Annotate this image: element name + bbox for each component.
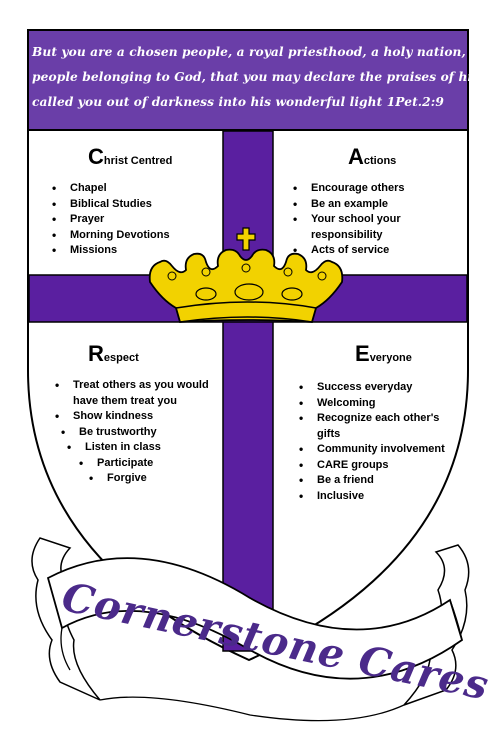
list-item: Missions — [52, 243, 212, 259]
list-item: Recognize each other's gifts — [299, 411, 457, 442]
list-item: Chapel — [52, 181, 212, 197]
list-item: Be trustworthy — [61, 425, 220, 441]
list-item: Biblical Studies — [52, 197, 212, 213]
list-item: Be a friend — [299, 473, 457, 489]
heading-rest: veryone — [369, 352, 412, 364]
list-item: Community involvement — [299, 442, 457, 458]
christ-centred-heading: Christ Centred — [88, 144, 172, 170]
list-item: Listen in class — [67, 440, 220, 456]
heading-initial: E — [355, 341, 370, 366]
respect-heading: Respect — [88, 341, 139, 367]
heading-initial: R — [88, 341, 104, 366]
heading-rest: hrist Centred — [103, 155, 173, 167]
christ-centred-list: Chapel Biblical Studies Prayer Morning D… — [52, 181, 212, 259]
actions-heading: Actions — [348, 144, 396, 170]
list-item: Welcoming — [299, 396, 457, 412]
list-item: Encourage others — [293, 181, 443, 197]
list-item: Forgive — [89, 471, 220, 487]
cross-vertical — [222, 130, 274, 652]
everyone-list: Success everyday Welcoming Recognize eac… — [299, 380, 457, 504]
list-item: Be an example — [293, 197, 443, 213]
heading-initial: C — [88, 144, 104, 169]
heading-rest: ctions — [363, 155, 397, 167]
list-item: Morning Devotions — [52, 228, 212, 244]
heading-rest: espect — [103, 352, 139, 364]
list-item: Acts of service — [293, 243, 443, 259]
heading-initial: A — [348, 144, 364, 169]
list-item: Success everyday — [299, 380, 457, 396]
verse-line: But you are a chosen people, a royal pri… — [32, 45, 479, 59]
verse-quote: But you are a chosen people, a royal pri… — [32, 40, 498, 115]
verse-banner-bg — [29, 31, 467, 130]
list-item: Your school your responsibility — [293, 212, 443, 243]
actions-list: Encourage others Be an example Your scho… — [293, 181, 443, 259]
list-item: Treat others as you would have them trea… — [55, 378, 220, 409]
verse-line: people belonging to God, that you may de… — [32, 70, 498, 84]
respect-list: Treat others as you would have them trea… — [55, 378, 220, 487]
list-item: Participate — [79, 456, 220, 472]
everyone-heading: Everyone — [355, 341, 412, 367]
crown-icon — [148, 227, 344, 323]
list-item: CARE groups — [299, 458, 457, 474]
list-item: Show kindness — [55, 409, 220, 425]
ribbon-banner — [31, 537, 470, 722]
verse-line: called you out of darkness into his wond… — [32, 95, 444, 109]
list-item: Inclusive — [299, 489, 457, 505]
list-item: Prayer — [52, 212, 212, 228]
